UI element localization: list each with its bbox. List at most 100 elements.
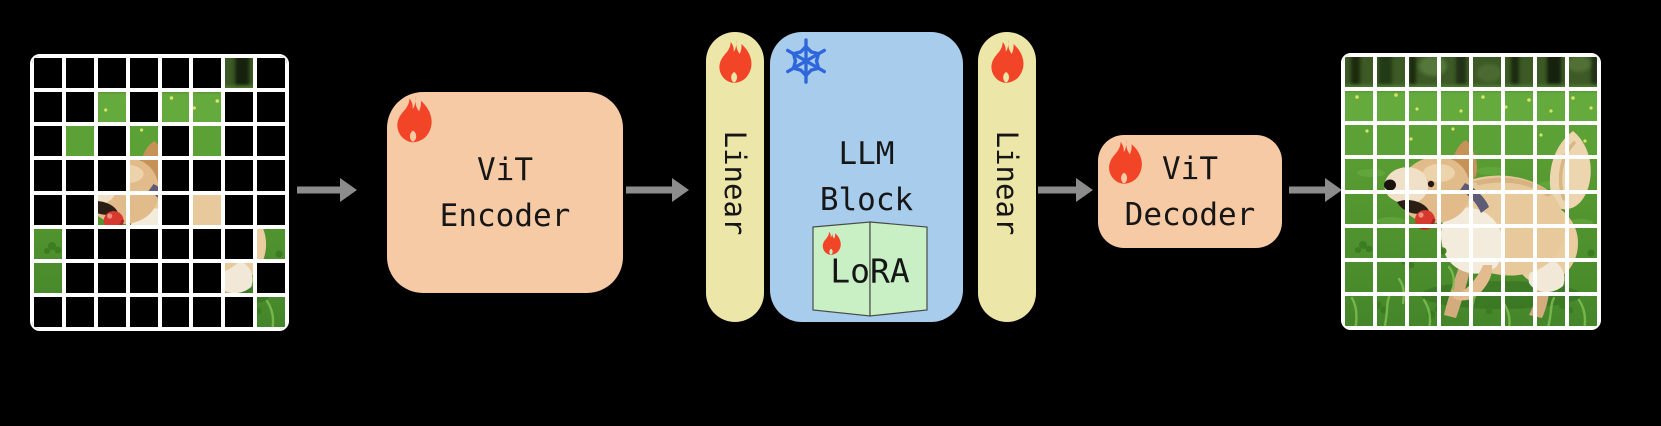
- visible-patch: [1471, 89, 1503, 124]
- visible-patch: [1471, 157, 1503, 192]
- visible-patch: [1567, 89, 1599, 124]
- visible-patch: [1503, 55, 1535, 90]
- masked-patch: [191, 158, 224, 193]
- visible-patch: [1375, 191, 1407, 226]
- visible-patch: [1343, 225, 1375, 260]
- visible-patch: [1503, 157, 1535, 192]
- masked-patch: [95, 294, 128, 329]
- masked-patch: [191, 294, 224, 329]
- linear-out-block: Linear: [978, 32, 1036, 322]
- visible-patch: [1471, 123, 1503, 158]
- visible-patch: [1439, 157, 1471, 192]
- linear-out-label: Linear: [990, 130, 1024, 236]
- masked-patch: [127, 294, 160, 329]
- visible-patch: [1567, 225, 1599, 260]
- masked-patch: [159, 124, 192, 159]
- masked-patch: [95, 56, 128, 91]
- masked-patch: [191, 56, 224, 91]
- masked-input-image: [30, 54, 289, 331]
- visible-patch: [1343, 293, 1375, 328]
- visible-patch: [1343, 55, 1375, 90]
- masked-patch: [63, 56, 96, 91]
- masked-patch: [223, 90, 256, 125]
- visible-patch: [191, 192, 224, 227]
- visible-patch: [1407, 89, 1439, 124]
- flow-arrow: [626, 178, 689, 202]
- masked-patch: [255, 158, 287, 193]
- visible-patch: [1439, 89, 1471, 124]
- reconstructed-output-image: [1341, 53, 1601, 330]
- visible-patch: [1471, 259, 1503, 294]
- output-patch-grid: [1341, 53, 1601, 330]
- encoder-label-line2: Encoder: [439, 197, 571, 234]
- visible-patch: [1535, 293, 1567, 328]
- masked-patch: [127, 90, 160, 125]
- flow-arrow: [1289, 178, 1342, 202]
- visible-patch: [1439, 225, 1471, 260]
- lora-label: LoRA: [830, 251, 910, 291]
- masked-patch: [223, 294, 256, 329]
- visible-patch: [1503, 123, 1535, 158]
- visible-patch: [1375, 55, 1407, 90]
- visible-patch: [1567, 157, 1599, 192]
- masked-patch: [32, 294, 64, 329]
- masked-patch: [32, 192, 64, 227]
- visible-patch: [95, 192, 128, 227]
- visible-patch: [1375, 259, 1407, 294]
- linear-in-label: Linear: [718, 130, 752, 236]
- masked-patch: [127, 56, 160, 91]
- visible-patch: [1343, 157, 1375, 192]
- visible-patch: [1407, 157, 1439, 192]
- fire-icon: [1103, 138, 1147, 188]
- masked-patch: [63, 192, 96, 227]
- masked-patch: [127, 260, 160, 295]
- fire-icon: [986, 37, 1029, 88]
- visible-patch: [1503, 89, 1535, 124]
- visible-patch: [1567, 191, 1599, 226]
- visible-patch: [1535, 55, 1567, 90]
- vit-decoder-block: ViT Decoder: [1098, 135, 1282, 248]
- masked-patch: [255, 124, 287, 159]
- masked-patch: [63, 260, 96, 295]
- visible-patch: [1535, 157, 1567, 192]
- visible-patch: [191, 90, 224, 125]
- masked-patch: [159, 226, 192, 261]
- visible-patch: [1471, 225, 1503, 260]
- visible-patch: [1343, 123, 1375, 158]
- visible-patch: [1375, 293, 1407, 328]
- masked-patch: [159, 158, 192, 193]
- masked-patch: [95, 158, 128, 193]
- fire-icon: [391, 94, 437, 147]
- visible-patch: [95, 90, 128, 125]
- masked-patch: [63, 226, 96, 261]
- visible-patch: [1503, 191, 1535, 226]
- masked-patch: [159, 56, 192, 91]
- masked-patch: [32, 158, 64, 193]
- visible-patch: [1407, 259, 1439, 294]
- masked-patch: [159, 294, 192, 329]
- masked-patch: [255, 192, 287, 227]
- masked-patch: [95, 226, 128, 261]
- masked-patch: [255, 56, 287, 91]
- visible-patch: [1471, 293, 1503, 328]
- visible-patch: [1567, 259, 1599, 294]
- visible-patch: [127, 124, 160, 159]
- visible-patch: [1471, 55, 1503, 90]
- masked-patch: [191, 226, 224, 261]
- llm-label-line1: LLM: [838, 136, 895, 172]
- input-patch-grid: [30, 54, 289, 331]
- visible-patch: [1343, 89, 1375, 124]
- masked-patch: [223, 192, 256, 227]
- visible-patch: [1343, 191, 1375, 226]
- visible-patch: [1439, 123, 1471, 158]
- masked-patch: [255, 90, 287, 125]
- snowflake-icon: [782, 35, 830, 87]
- visible-patch: [1407, 55, 1439, 90]
- decoder-label-line1: ViT: [1162, 150, 1218, 187]
- masked-patch: [223, 226, 256, 261]
- visible-patch: [63, 124, 96, 159]
- lora-adapter: LoRA: [812, 221, 928, 317]
- masked-patch: [159, 192, 192, 227]
- visible-patch: [32, 226, 64, 261]
